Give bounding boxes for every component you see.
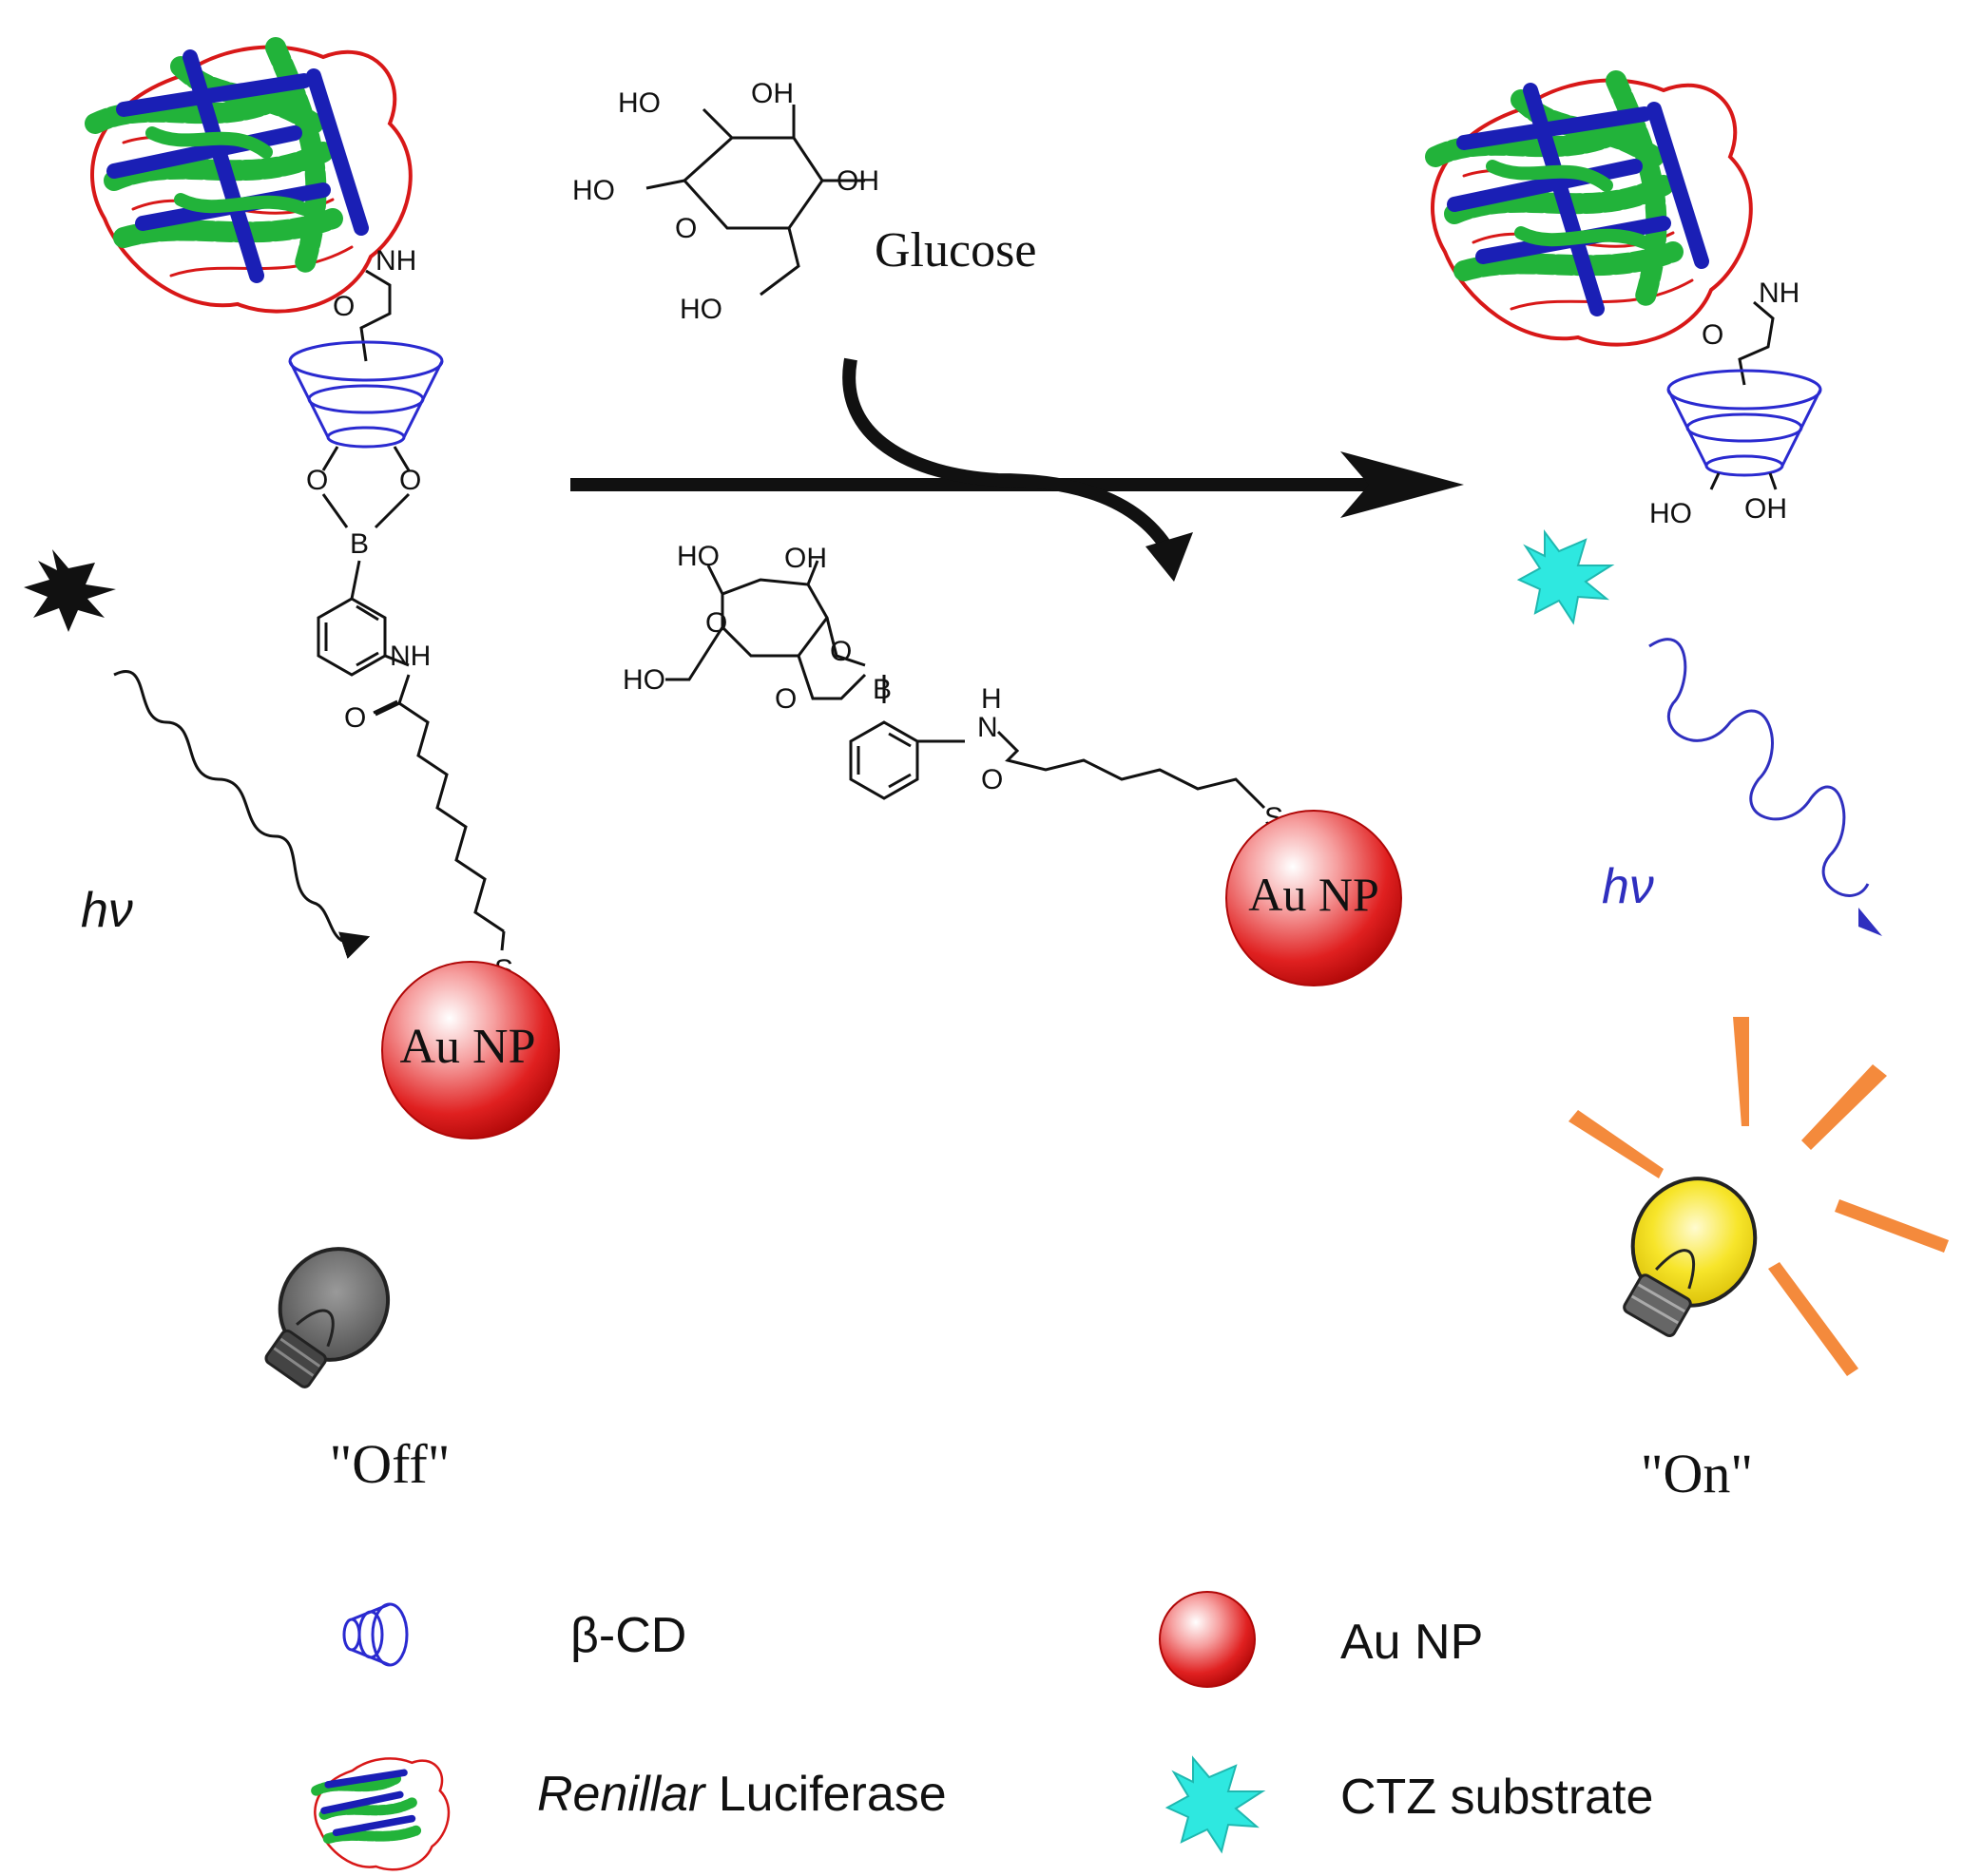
nh-label-right: NH <box>1759 278 1799 309</box>
phenyl-ring-left <box>317 560 410 677</box>
cyclodextrin-left <box>288 340 444 449</box>
nh-label-left-2: NH <box>390 641 431 672</box>
au-nanoparticle-middle: Au NP <box>1225 810 1402 986</box>
ester-ho-2: HO <box>623 664 665 696</box>
o-label-ring-left-a: O <box>306 465 328 496</box>
mid-o-label: O <box>981 764 1003 795</box>
glucose-molecule <box>645 105 865 297</box>
ho-label-right: HO <box>1649 498 1692 529</box>
o-label-right: O <box>1702 319 1723 351</box>
legend-aunp-label: Au NP <box>1340 1615 1483 1670</box>
legend-cd-icon <box>342 1602 409 1667</box>
b-label-left: B <box>350 528 369 560</box>
au-nanoparticle-left: Au NP <box>381 961 560 1139</box>
o-label-left-2: O <box>344 702 366 734</box>
mid-n-label: N <box>977 712 998 743</box>
legend-luciferase-rest: Luciferase <box>704 1767 946 1822</box>
state-off-label: "Off" <box>330 1433 451 1495</box>
cd-hydroxyls-right <box>1709 472 1778 490</box>
legend-ctz-icon <box>1164 1755 1266 1854</box>
photon-label-left: hν <box>81 883 133 938</box>
oh-label-right: OH <box>1744 493 1787 525</box>
glucose-oh-2: OH <box>837 165 879 197</box>
legend-ctz-label: CTZ substrate <box>1340 1770 1653 1825</box>
amide-linker-right <box>1738 300 1775 386</box>
boronate-ring-left <box>321 446 411 529</box>
legend-luciferase-label: Renillar Luciferase <box>537 1767 947 1822</box>
photon-wave-left <box>113 670 371 959</box>
light-bulb-on-icon <box>1623 1177 1758 1338</box>
legend-aunp-icon <box>1159 1591 1256 1688</box>
ester-oh-1: OH <box>784 543 827 574</box>
legend-luciferase-italic: Renillar <box>537 1767 707 1822</box>
photon-wave-right <box>1648 638 1870 897</box>
legend-cd-label: β-CD <box>570 1608 686 1663</box>
glucose-ho-3: HO <box>680 294 722 325</box>
ester-o-b2: O <box>775 683 797 715</box>
luciferase-protein-left <box>85 37 413 314</box>
nh-label-left: NH <box>375 245 416 277</box>
ctz-star-left <box>24 549 116 632</box>
photon-arrowhead-right <box>1858 908 1882 936</box>
cyclodextrin-right <box>1666 369 1822 477</box>
reaction-arrow <box>570 451 1464 518</box>
glucose-o-ring: O <box>675 213 697 244</box>
glucose-boronate-ester <box>665 560 919 800</box>
ctz-star-right <box>1516 529 1615 625</box>
glucose-ho-2: HO <box>572 175 615 206</box>
glucose-label: Glucose <box>875 223 1036 278</box>
aunp-label-middle: Au NP <box>1248 868 1379 921</box>
legend-luciferase-icon <box>311 1757 451 1871</box>
ester-b: B <box>873 674 892 705</box>
mid-h-label: H <box>981 683 1002 715</box>
state-on-label: "On" <box>1641 1443 1753 1504</box>
curved-glucose-arrow <box>842 357 1193 582</box>
alkyl-chain-middle <box>917 730 1318 838</box>
o-label-ring-left-b: O <box>399 465 421 496</box>
glucose-oh-1: OH <box>751 78 794 109</box>
ester-o-b1: O <box>830 636 852 667</box>
luciferase-protein-right <box>1425 70 1753 347</box>
legend: β-CD Au NP Renillar Luciferase CTZ subst… <box>311 1591 1653 1871</box>
light-bulb-off-icon <box>264 1247 391 1388</box>
glucose-ho-1: HO <box>618 87 661 119</box>
aunp-label-left: Au NP <box>399 1020 535 1074</box>
light-rays <box>1568 1017 1949 1376</box>
amide-linker-left <box>359 269 392 362</box>
ester-ho-1: HO <box>677 541 720 572</box>
photon-label-right: hν <box>1602 859 1654 914</box>
ester-o-ring: O <box>705 607 727 639</box>
o-label-left: O <box>333 291 355 322</box>
